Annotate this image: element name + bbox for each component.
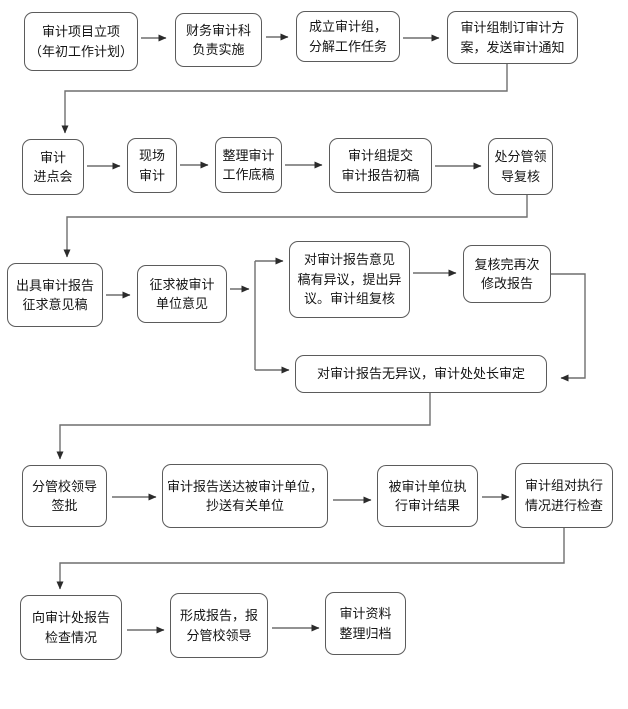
node-audit-plan-notice: 审计组制订审计方 案，发送审计通知 bbox=[447, 11, 578, 64]
edge-implementation-check-report-check-results bbox=[56, 528, 565, 590]
node-school-leader-approval: 分管校领导 签批 bbox=[22, 465, 107, 527]
node-report-to-school-leader: 形成报告，报 分管校领导 bbox=[170, 593, 268, 658]
edge-revise-report-no-objection-finalize bbox=[551, 273, 586, 382]
node-revise-report: 复核完再次 修改报告 bbox=[463, 245, 551, 303]
node-implementation-check: 审计组对执行 情况进行检查 bbox=[515, 463, 613, 528]
node-form-audit-team: 成立审计组， 分解工作任务 bbox=[296, 11, 400, 62]
node-report-check-results: 向审计处报告 检查情况 bbox=[20, 595, 122, 660]
node-exposure-draft: 出具审计报告 征求意见稿 bbox=[7, 263, 103, 327]
node-project-initiation: 审计项目立项 （年初工作计划） bbox=[24, 12, 138, 71]
node-leader-first-review: 处分管领 导复核 bbox=[488, 138, 553, 195]
edge-audit-plan-notice-entry-meeting bbox=[61, 64, 508, 134]
node-field-audit: 现场 审计 bbox=[127, 138, 177, 193]
node-entry-meeting: 审计 进点会 bbox=[22, 139, 84, 195]
edge-leader-first-review-exposure-draft bbox=[63, 195, 528, 258]
node-archive: 审计资料 整理归档 bbox=[325, 592, 406, 655]
edge-no-objection-finalize-school-leader-approval bbox=[56, 393, 431, 460]
node-implement-results: 被审计单位执 行审计结果 bbox=[377, 465, 478, 527]
node-deliver-report: 审计报告送达被审计单位， 抄送有关单位 bbox=[162, 464, 328, 528]
node-solicit-opinions: 征求被审计 单位意见 bbox=[137, 265, 227, 323]
node-working-papers: 整理审计 工作底稿 bbox=[215, 137, 282, 193]
node-objection-review: 对审计报告意见 稿有异议，提出异 议。审计组复核 bbox=[289, 241, 410, 318]
node-no-objection-finalize: 对审计报告无异议，审计处处长审定 bbox=[295, 355, 547, 393]
node-finance-audit-dept: 财务审计科 负责实施 bbox=[175, 13, 262, 67]
node-draft-report: 审计组提交 审计报告初稿 bbox=[329, 138, 432, 193]
